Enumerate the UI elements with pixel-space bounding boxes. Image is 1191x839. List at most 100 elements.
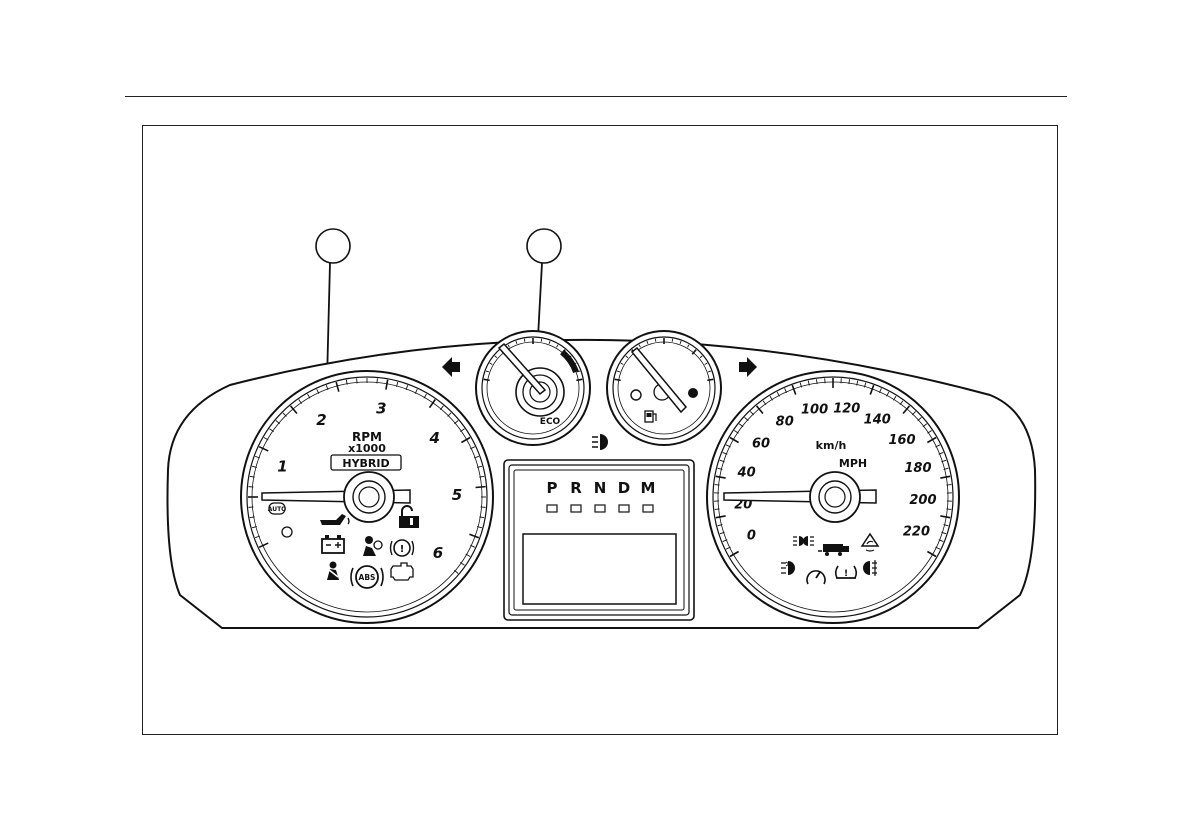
gauge-tick: [807, 380, 810, 386]
gear-indicator-lamp: [546, 504, 558, 513]
gauge-number: 220: [903, 524, 930, 539]
gauge-tick: [714, 484, 720, 486]
gauge-tick: [454, 569, 459, 574]
gauge-tick: [799, 382, 803, 388]
left-turn-signal-icon: [442, 357, 460, 377]
fuel-needle: [630, 346, 688, 414]
gauge-tick: [289, 405, 298, 415]
gauge-tick: [671, 338, 674, 342]
gauge-tick: [494, 355, 498, 359]
gauge-tick: [251, 465, 258, 468]
gauge-tick: [577, 370, 581, 373]
gauge-tick: [776, 391, 780, 397]
gauge-tick: [576, 378, 583, 382]
tow-haul-icon: [818, 544, 849, 556]
gauge-tick: [687, 344, 690, 348]
gauge-tick: [469, 533, 480, 539]
gauge-number: 200: [909, 493, 936, 508]
gauge-tick: [938, 539, 944, 542]
gauge-tick: [917, 417, 922, 422]
gauge-tick: [515, 340, 518, 344]
gauge-tick: [902, 405, 911, 415]
gear-letter: M: [641, 479, 656, 497]
gauge-tick: [646, 340, 649, 344]
gauge-number: 160: [888, 433, 915, 448]
gauge-tick: [926, 436, 937, 444]
gauge-number: 0: [747, 529, 756, 544]
gauge-tick: [616, 370, 620, 373]
fuel-pump-icon: [644, 410, 657, 423]
gauge-tick: [473, 455, 479, 459]
speed-unit-kmh: km/h: [816, 439, 847, 452]
gauge-tick: [878, 388, 882, 394]
gauge-number: 2: [316, 411, 326, 429]
gauge-tick: [708, 370, 712, 373]
gauge-tick: [729, 550, 740, 558]
gauge-tick: [704, 362, 708, 365]
gauge-tick: [725, 444, 731, 448]
gauge-tick: [744, 417, 749, 422]
gauge-tick: [815, 379, 818, 385]
gauge-tick: [719, 459, 725, 463]
gauge-tick: [911, 411, 916, 416]
gauge-tick: [886, 391, 890, 397]
fuel-full-marker: [688, 388, 698, 398]
svg-text:!: !: [844, 569, 848, 579]
gear-letter: R: [570, 479, 582, 497]
gauge-tick: [707, 378, 714, 382]
gauge-tick: [258, 445, 269, 452]
gauge-tick: [755, 405, 764, 415]
gauge-tick: [454, 420, 459, 425]
gauge-tick: [251, 526, 258, 529]
gauge-number: 100: [801, 403, 828, 418]
gauge-number: 20: [734, 498, 752, 513]
gauge-tick: [249, 516, 255, 519]
gauge-tick: [715, 475, 726, 479]
gauge-tick: [298, 399, 302, 404]
gear-letter: D: [618, 479, 630, 497]
gear-letter: N: [594, 479, 607, 497]
gauge-tick: [540, 338, 543, 342]
gauge-tick: [523, 338, 526, 342]
traction-control-icon: [860, 532, 880, 552]
park-lamps-icon: [793, 536, 814, 546]
gauge-tick: [762, 400, 767, 406]
airbag-icon: [363, 536, 383, 556]
gauge-tick: [282, 412, 287, 417]
gauge-tick: [614, 378, 621, 382]
gauge-tick: [269, 428, 274, 432]
gauge-tick: [258, 542, 269, 549]
gauge-tick: [691, 349, 697, 355]
gear-indicator-lamp: [642, 504, 654, 513]
gauge-tick: [447, 412, 452, 417]
gauge-tick: [423, 393, 427, 399]
info-display-screen: [522, 533, 677, 605]
gauge-tick: [734, 430, 739, 434]
gauge-tick: [476, 465, 483, 468]
gauge-tick: [725, 546, 731, 550]
page-header-rule: [125, 96, 1067, 97]
cruise-control-icon: [806, 570, 826, 585]
gauge-tick: [941, 531, 947, 535]
svg-text:HYBRID: HYBRID: [342, 457, 389, 470]
gauge-tick: [863, 382, 867, 388]
gear-indicator-lamp: [594, 504, 606, 513]
gauge-tick: [922, 423, 928, 428]
gauge-tick: [893, 395, 897, 401]
gauge-number: 140: [864, 412, 891, 427]
gauge-tick: [476, 526, 483, 529]
gauge-tick: [460, 428, 465, 432]
gauge-tick: [926, 550, 937, 558]
gauge-tick: [738, 423, 744, 428]
gauge-tick: [470, 446, 476, 450]
gauge-tick: [769, 395, 773, 401]
svg-text:AUTO: AUTO: [268, 506, 287, 513]
gauge-tick: [316, 388, 320, 394]
gauge-tick: [899, 400, 904, 406]
eco-label: ECO: [540, 417, 561, 427]
gauge-tick: [475, 485, 486, 489]
gauge-tick: [938, 452, 944, 455]
tire-pressure-icon: !: [834, 565, 858, 579]
gauge-tick: [414, 388, 418, 394]
gauge-tick: [548, 340, 551, 344]
